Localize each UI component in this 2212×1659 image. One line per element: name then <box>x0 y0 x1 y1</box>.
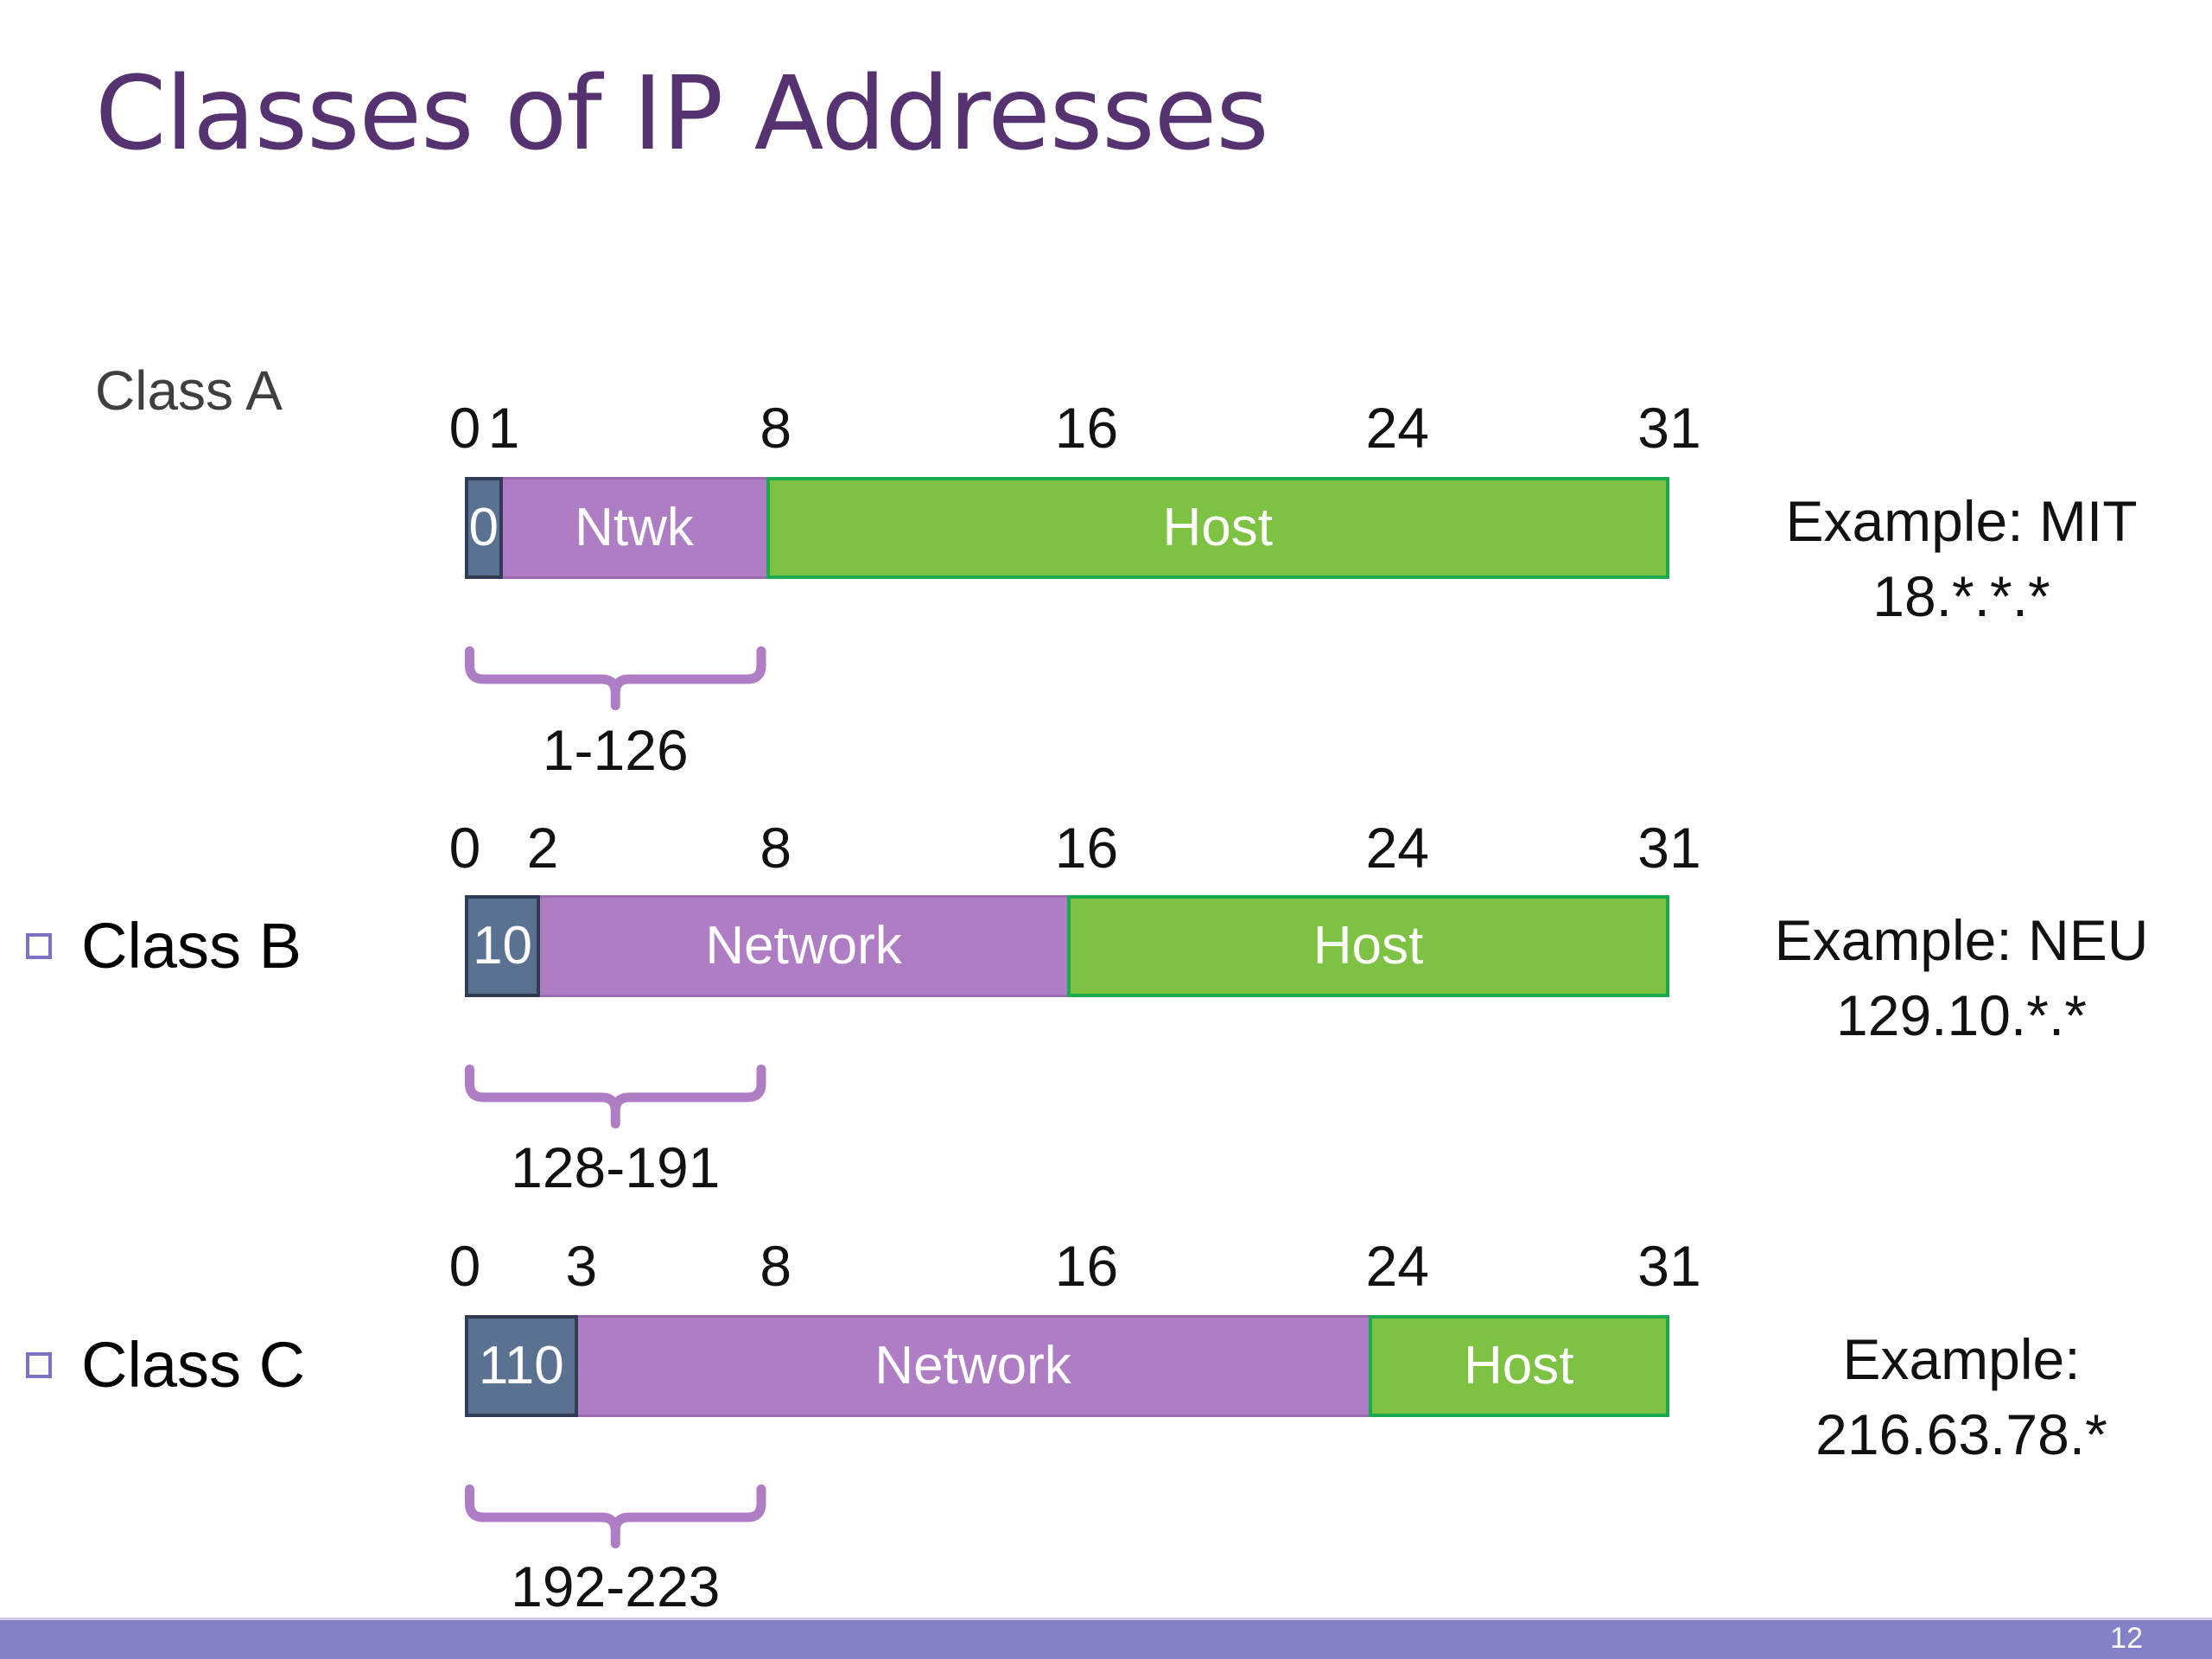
bit-tick-2: 2 <box>526 816 559 880</box>
range-label: 128-191 <box>511 1135 721 1199</box>
bar-segment-label: Host <box>1313 916 1424 976</box>
class-label: Class C <box>26 1333 305 1397</box>
bit-tick-0: 0 <box>448 816 481 880</box>
address-bar: 0 Ntwk Host <box>465 477 1669 579</box>
bar-segment-network: Network <box>540 895 1067 997</box>
bit-tick-1: 1 <box>487 396 520 460</box>
bar-segment-network: Network <box>577 1315 1369 1417</box>
class-label: Class A <box>95 363 283 418</box>
bar-segment-label: Network <box>874 1336 1071 1395</box>
example-line-2: 216.63.78.* <box>1815 1402 2107 1467</box>
range-label: 1-126 <box>542 718 689 782</box>
bar-segment-label: 110 <box>478 1336 564 1395</box>
example-line-1: Example: <box>1842 1327 2081 1391</box>
example-text: Example: MIT 18.*.*.* <box>1719 484 2203 634</box>
range-brace <box>465 646 766 710</box>
example-line-2: 18.*.*.* <box>1872 564 2050 629</box>
address-bar: 110 Network Host <box>465 1315 1669 1417</box>
square-outline-icon <box>26 933 52 959</box>
bit-tick-8: 8 <box>760 1234 792 1298</box>
bar-segment-host: Host <box>1067 895 1669 997</box>
range-label: 192-223 <box>511 1554 721 1618</box>
bar-segment-prefix: 0 <box>465 477 503 579</box>
footer-bar: 12 <box>0 1618 2212 1659</box>
bar-segment-label: 10 <box>473 916 533 976</box>
page-title: Classes of IP Addresses <box>95 54 1269 173</box>
example-line-1: Example: NEU <box>1774 908 2149 972</box>
square-outline-icon <box>26 1352 52 1378</box>
bit-tick-31: 31 <box>1637 816 1701 880</box>
bit-tick-0: 0 <box>448 1234 481 1298</box>
class-label-text: Class C <box>81 1329 306 1401</box>
bar-segment-host: Host <box>1368 1315 1669 1417</box>
bar-segment-label: 0 <box>468 498 499 557</box>
class-label-text: Class A <box>95 359 283 422</box>
bit-tick-8: 8 <box>760 816 792 880</box>
bit-tick-16: 16 <box>1054 816 1119 880</box>
bit-tick-31: 31 <box>1637 1234 1701 1298</box>
bar-segment-label: Network <box>705 916 902 976</box>
range-brace <box>465 1065 766 1128</box>
bit-tick-16: 16 <box>1054 396 1119 460</box>
page-number: 12 <box>2110 1622 2143 1655</box>
bit-tick-3: 3 <box>565 1234 598 1298</box>
bar-segment-label: Host <box>1162 498 1273 557</box>
example-text: Example: 216.63.78.* <box>1719 1322 2203 1472</box>
bit-ruler: 0 3 8 16 24 31 <box>0 1237 2212 1300</box>
example-line-2: 129.10.*.* <box>1836 983 2087 1048</box>
example-line-1: Example: MIT <box>1785 489 2138 553</box>
bit-tick-16: 16 <box>1054 1234 1119 1298</box>
bar-segment-network: Ntwk <box>502 477 766 579</box>
class-label: Class B <box>26 914 302 978</box>
bit-tick-0: 0 <box>448 396 481 460</box>
address-bar: 10 Network Host <box>465 895 1669 997</box>
range-brace <box>465 1484 766 1548</box>
bit-tick-24: 24 <box>1365 1234 1429 1298</box>
bar-segment-label: Ntwk <box>575 498 694 557</box>
bar-segment-host: Host <box>766 477 1669 579</box>
bar-segment-label: Host <box>1464 1336 1574 1395</box>
class-label-text: Class B <box>81 910 302 982</box>
bit-tick-24: 24 <box>1365 816 1429 880</box>
bit-tick-24: 24 <box>1365 396 1429 460</box>
example-text: Example: NEU 129.10.*.* <box>1719 903 2203 1053</box>
bit-tick-31: 31 <box>1637 396 1701 460</box>
bar-segment-prefix: 10 <box>465 895 541 997</box>
bar-segment-prefix: 110 <box>465 1315 578 1417</box>
bit-tick-8: 8 <box>760 396 792 460</box>
